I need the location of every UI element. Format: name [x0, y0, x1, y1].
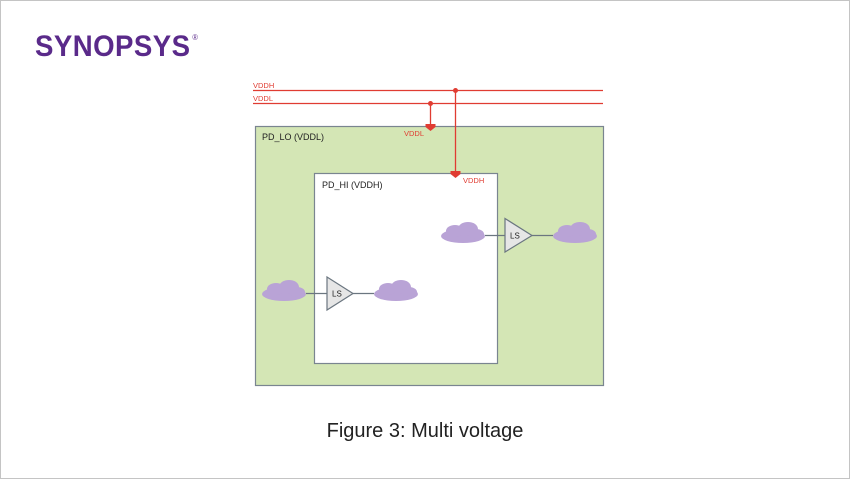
registered-mark: ® [192, 33, 199, 42]
vddh-rail-label: VDDH [253, 81, 274, 90]
logic-cloud [441, 222, 485, 243]
vddh-supply-label: VDDH [463, 176, 484, 185]
vddl-supply-label: VDDL [404, 129, 424, 138]
figure-caption: Figure 3: Multi voltage [326, 420, 524, 442]
vddl-rail-label: VDDL [253, 94, 273, 103]
pd-hi-label: PD_HI (VDDH) [322, 180, 383, 190]
vddh-tap-arrow [450, 171, 461, 178]
pd-hi-domain [313, 172, 499, 365]
vddl-tap-arrow [425, 124, 436, 131]
level-shifter-label: LS [510, 232, 520, 241]
logic-cloud [262, 280, 306, 301]
level-shifter-upper [504, 217, 534, 254]
logo-text: SYNOPSYS [35, 30, 191, 63]
pd-lo-label: PD_LO (VDDL) [262, 132, 324, 142]
logic-cloud [553, 222, 597, 243]
level-shifter-label: LS [332, 290, 342, 299]
logic-cloud [374, 280, 418, 301]
synopsys-logo: SYNOPSYS® [35, 32, 198, 62]
level-shifter-lower [326, 275, 355, 312]
